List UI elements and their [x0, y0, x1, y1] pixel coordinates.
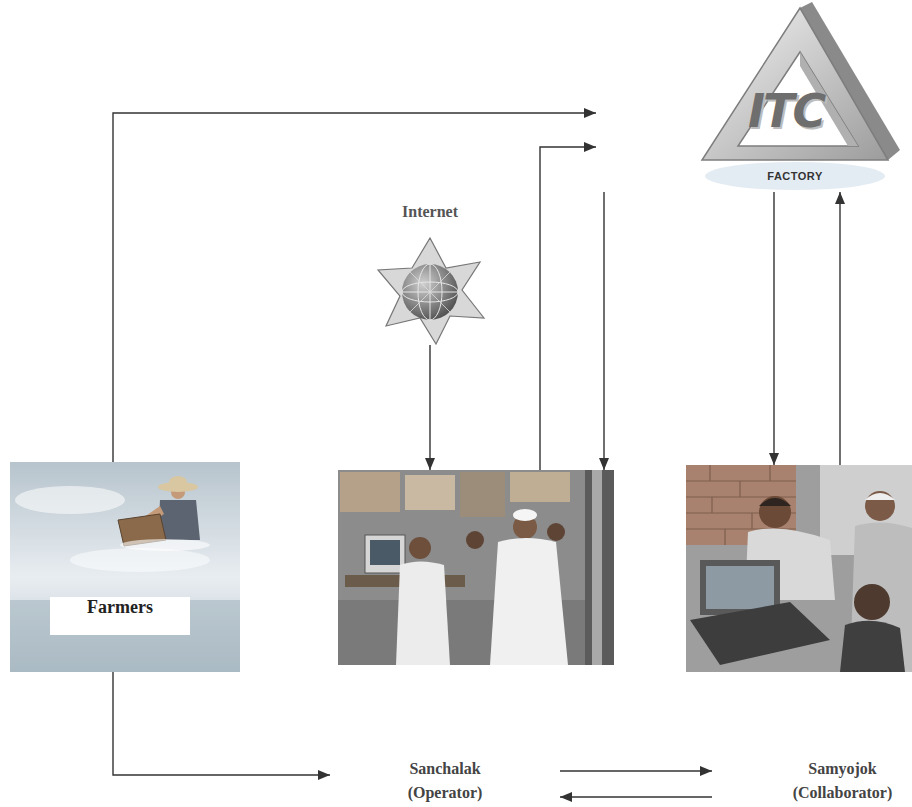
internet-node: Internet — [370, 200, 490, 345]
node-text: FACTORY — [755, 170, 835, 182]
farmer-photo — [10, 462, 240, 672]
collaborator-photo — [686, 465, 912, 672]
operator-photo — [365, 535, 405, 573]
collaborator-photo — [686, 465, 912, 672]
farmer-photo — [10, 462, 240, 672]
operator-photo — [592, 470, 602, 665]
collaborator-photo — [690, 602, 830, 665]
flow-arrow — [839, 192, 840, 465]
collaborator-photo — [865, 493, 895, 500]
collaborator-label-box: Samyojok (Collaborator) — [712, 757, 908, 805]
farmer-photo — [120, 539, 210, 551]
operator-photo — [409, 537, 431, 559]
operator-photo — [585, 470, 614, 665]
flow-arrow — [540, 147, 596, 470]
operator-photo — [490, 538, 568, 665]
collaborator-photo — [865, 491, 895, 521]
collaborator-photo — [840, 621, 905, 672]
operator-photo — [338, 600, 614, 665]
flow-arrow — [113, 672, 330, 775]
farmers-photo-box: Farmers — [10, 462, 240, 672]
factory-logo-art — [702, 8, 888, 160]
operator-photo — [338, 470, 614, 665]
operator-photo — [510, 472, 570, 502]
collaborator-photo — [854, 584, 890, 620]
operator-photo — [396, 562, 450, 666]
internet-icon — [410, 272, 450, 312]
factory-logo-art — [705, 162, 885, 190]
node-text: Farmers — [50, 597, 190, 635]
operator-photo — [466, 531, 484, 549]
operator-photo — [338, 470, 614, 665]
logo-letters: ITC — [748, 84, 824, 138]
operator-photo — [370, 540, 400, 565]
flow-arrow — [429, 345, 430, 470]
operator-label-box: Sanchalak (Operator) — [330, 757, 560, 805]
collaborator-photo-box — [686, 465, 912, 672]
operator-photo-box — [338, 470, 614, 665]
flow-arrow — [773, 192, 774, 465]
farmer-photo — [169, 476, 187, 488]
factory-logo-art — [702, 2, 900, 190]
operator-photo — [405, 475, 455, 510]
node-text: Sanchalak (Operator) — [390, 757, 500, 805]
factory-node: FACTORY — [596, 0, 890, 192]
internet-icon — [378, 238, 484, 344]
farmer-photo — [15, 486, 125, 514]
operator-photo — [340, 472, 400, 512]
operator-photo — [460, 472, 505, 517]
collaborator-photo — [706, 566, 774, 609]
operator-photo — [513, 509, 537, 521]
flow-arrow — [113, 113, 596, 462]
flow-arrow — [560, 796, 712, 797]
flow-arrow — [560, 770, 712, 771]
operator-photo — [547, 523, 565, 541]
internet-icon — [402, 264, 458, 320]
internet-icon — [378, 238, 484, 344]
collaborator-photo — [759, 498, 791, 506]
collaborator-photo — [759, 496, 791, 528]
flow-arrow — [603, 192, 604, 470]
farmer-photo — [70, 548, 210, 572]
node-text: Internet — [370, 203, 490, 221]
internet-icon — [410, 272, 450, 312]
node-text: Samyojok (Collaborator) — [780, 757, 905, 805]
